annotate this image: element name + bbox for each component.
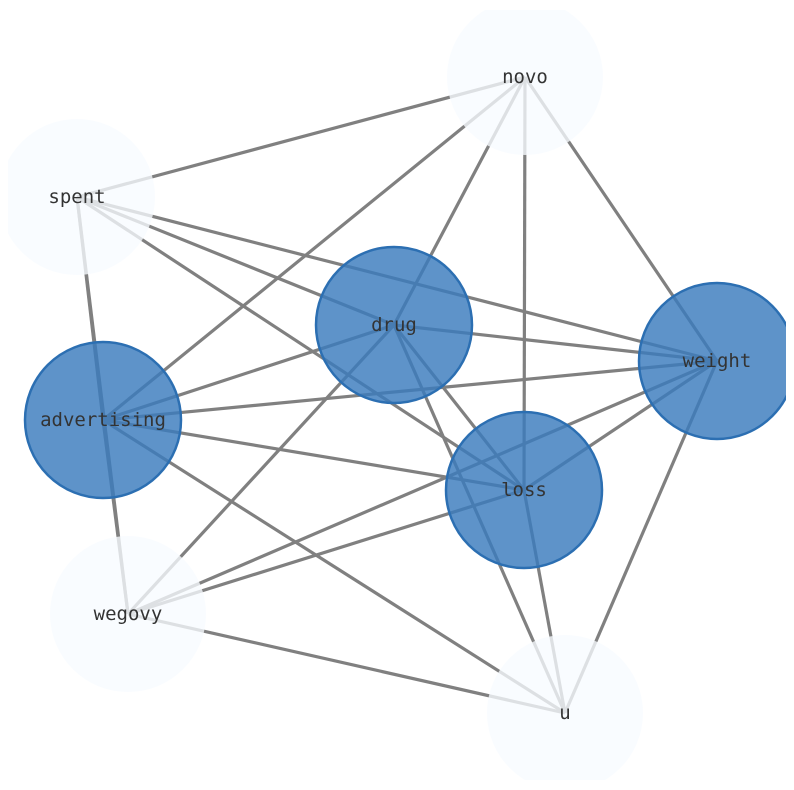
node-label-wegovy: wegovy: [94, 603, 163, 625]
node-label-u: u: [559, 702, 570, 724]
edge-weight-wegovy: [127, 359, 718, 616]
edge-spent-loss: [76, 195, 525, 492]
node-u[interactable]: [487, 635, 643, 790]
edge-advertising-u: [102, 418, 566, 715]
node-wegovy[interactable]: [50, 536, 206, 692]
node-weight[interactable]: [637, 281, 794, 441]
node-label-drug: drug: [371, 314, 417, 336]
node-novo[interactable]: [447, 0, 603, 155]
node-label-advertising: advertising: [40, 409, 166, 431]
node-loss[interactable]: [444, 410, 604, 570]
node-advertising[interactable]: [23, 340, 183, 500]
node-label-loss: loss: [501, 479, 547, 501]
node-label-weight: weight: [683, 350, 752, 372]
edge-novo-advertising: [101, 75, 527, 422]
node-spent[interactable]: [0, 119, 155, 275]
node-label-novo: novo: [502, 66, 548, 88]
labels-layer: novo spent drug weight advertising loss wegovy…: [40, 66, 751, 724]
node-label-spent: spent: [48, 186, 105, 208]
node-drug[interactable]: [314, 245, 474, 405]
